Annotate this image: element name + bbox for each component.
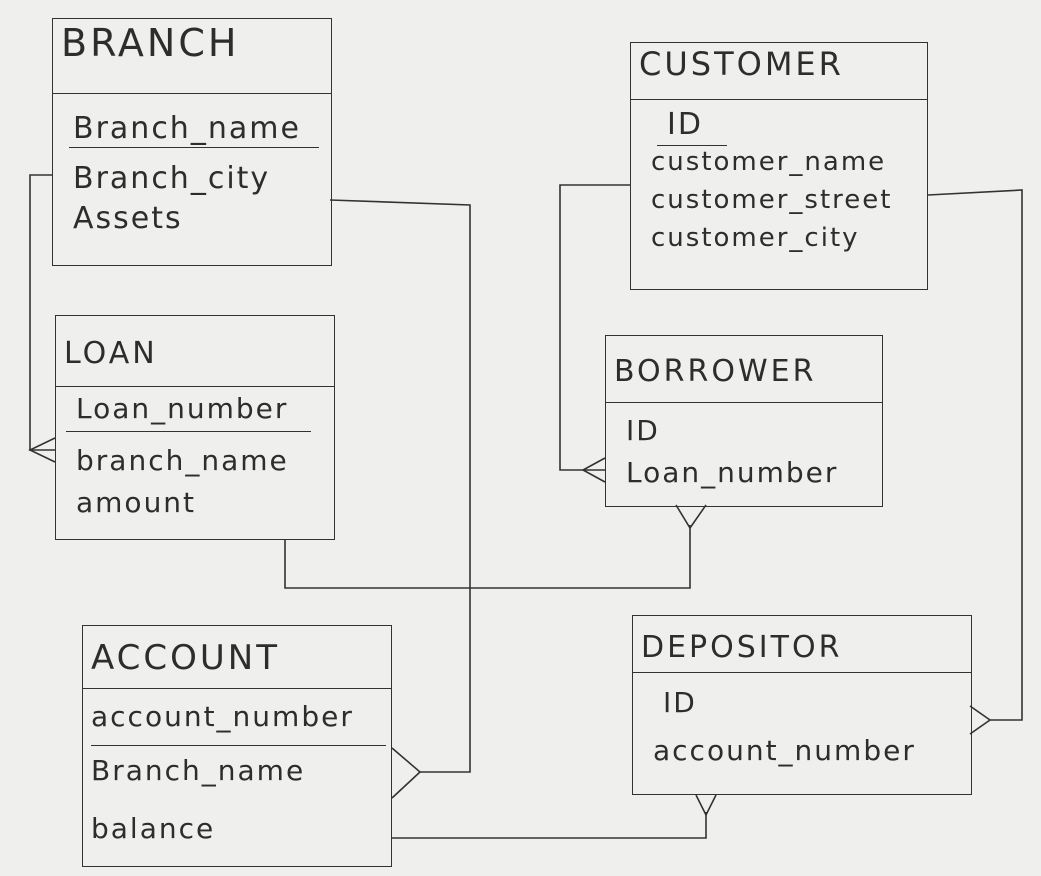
entity-branch: BRANCH Branch_name Branch_city Assets [52, 18, 332, 266]
attribute-branch-name: Branch_name [73, 111, 301, 146]
crows-foot-icon [391, 747, 422, 799]
crows-foot-icon [969, 705, 992, 735]
entity-loan-title: LOAN [64, 336, 158, 371]
attribute-amount: amount [76, 486, 197, 519]
primary-key-underline [91, 745, 386, 746]
attribute-depositor-id: ID [663, 686, 697, 719]
entity-depositor-title: DEPOSITOR [641, 630, 843, 665]
entity-divider [53, 93, 331, 94]
entity-customer: CUSTOMER ID customer_name customer_stree… [630, 42, 928, 290]
entity-divider [56, 386, 334, 387]
attribute-branch-name: Branch_name [91, 754, 306, 787]
crows-foot-icon [28, 437, 56, 463]
entity-divider [633, 672, 971, 673]
entity-borrower: BORROWER ID Loan_number [605, 335, 883, 507]
attribute-balance: balance [91, 812, 216, 845]
relationship-account-depositor [392, 794, 717, 839]
attribute-customer-name: customer_name [651, 147, 887, 177]
entity-borrower-title: BORROWER [614, 354, 817, 389]
relationship-customer-depositor [927, 189, 1023, 735]
attribute-borrower-id: ID [626, 414, 660, 447]
attribute-loan-number: Loan_number [76, 392, 289, 425]
attribute-customer-street: customer_street [651, 185, 893, 215]
crows-foot-icon [695, 794, 717, 817]
attribute-account-number: account_number [91, 700, 354, 733]
primary-key-underline [657, 145, 727, 146]
attribute-customer-id: ID [667, 107, 703, 142]
attribute-branch-city: Branch_city [73, 161, 271, 196]
entity-divider [83, 688, 391, 689]
attribute-loan-number: Loan_number [626, 456, 839, 489]
entity-divider [606, 402, 882, 403]
attribute-branch-name: branch_name [76, 444, 289, 477]
entity-branch-title: BRANCH [61, 21, 240, 65]
primary-key-underline [69, 147, 319, 148]
relationship-branch-account [329, 199, 471, 799]
attribute-customer-city: customer_city [651, 223, 860, 253]
entity-depositor: DEPOSITOR ID account_number [632, 615, 972, 795]
entity-divider [631, 99, 927, 100]
entity-loan: LOAN Loan_number branch_name amount [55, 315, 335, 540]
entity-account-title: ACCOUNT [91, 638, 280, 678]
primary-key-underline [66, 431, 311, 432]
relationship-branch-loan [28, 174, 56, 463]
relationship-customer-borrower [559, 184, 630, 483]
crows-foot-icon [581, 457, 606, 483]
crows-foot-icon [675, 504, 707, 530]
attribute-account-number: account_number [653, 734, 916, 767]
entity-account: ACCOUNT account_number Branch_name balan… [82, 625, 392, 867]
attribute-assets: Assets [73, 201, 183, 236]
entity-customer-title: CUSTOMER [639, 45, 844, 83]
relationship-loan-borrower [284, 504, 707, 589]
